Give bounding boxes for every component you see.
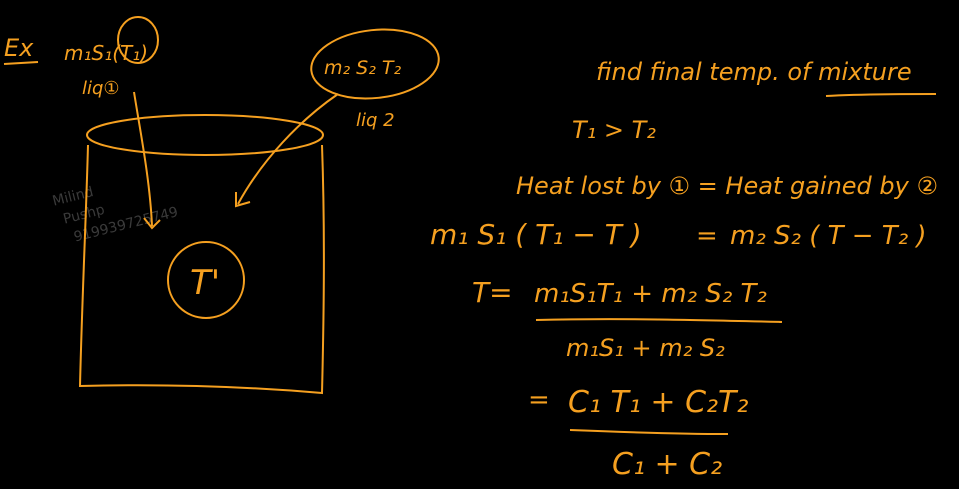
ex-label: Ex [4, 34, 34, 62]
equation-right: m₂ S₂ ( T − T₂ ) [730, 221, 927, 251]
equation-equals: = [696, 221, 718, 251]
heat-balance-line: Heat lost by ① = Heat gained by ② [516, 172, 938, 200]
container-top-rim [86, 114, 324, 156]
equals-sign: = [528, 385, 550, 415]
c-numerator: C₁ T₁ + C₂T₂ [568, 385, 748, 420]
equation-left: m₁ S₁ ( T₁ − T ) [430, 218, 642, 251]
arrow-liquid2-head [235, 192, 251, 208]
watermark: Milind Pushp 919939725749 [51, 184, 180, 245]
condition: T₁ > T₂ [572, 116, 656, 144]
t-prefix: T= [472, 276, 513, 309]
t-denominator: m₁S₁ + m₂ S₂ [566, 334, 725, 362]
arrow-liquid1-head [143, 217, 161, 230]
liquid2-loop [310, 28, 440, 100]
arrow-liquid2 [237, 93, 339, 205]
c-fraction-bar [569, 429, 729, 435]
container-body [78, 144, 325, 395]
liquid2-sub: liq 2 [356, 110, 395, 131]
mixture-temp-circle [167, 241, 245, 319]
ex-underline [3, 61, 39, 65]
c-denominator: C₁ + C₂ [612, 447, 722, 482]
t1-circle [117, 16, 159, 64]
liquid1-label: m₁S₁(T₁) [64, 41, 148, 65]
liquid1-sub: liq① [82, 78, 120, 99]
t-numerator: m₁S₁T₁ + m₂ S₂ T₂ [534, 279, 767, 309]
heading: find final temp. of mixture [596, 58, 912, 86]
heading-underline [825, 93, 937, 97]
t-fraction-bar [535, 318, 783, 323]
arrow-liquid1 [133, 91, 153, 227]
inner-label: T' [190, 263, 220, 303]
liquid2-label: m₂ S₂ T₂ [324, 57, 401, 79]
